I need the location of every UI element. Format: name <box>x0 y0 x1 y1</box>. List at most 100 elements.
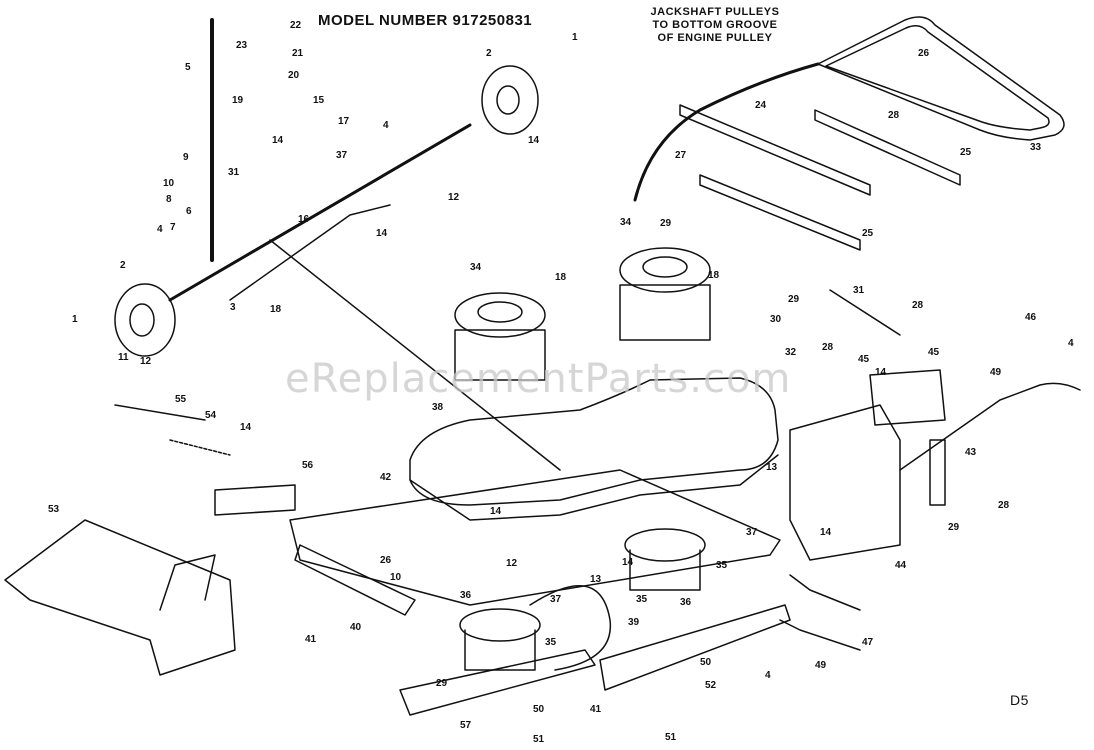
callout-label: 22 <box>290 20 302 31</box>
callout-label: 42 <box>380 472 392 483</box>
callout-label: 25 <box>960 147 972 158</box>
blade-adapter-left <box>459 608 541 642</box>
page-code: D5 <box>1010 692 1029 708</box>
callout-label: 44 <box>895 560 907 571</box>
callout-label: 21 <box>292 48 304 59</box>
drive-belt <box>817 16 1065 141</box>
callout-label: 45 <box>858 354 870 365</box>
callout-label: 4 <box>383 120 389 131</box>
lift-arm <box>229 204 391 301</box>
spindle-pulley-left-inner <box>477 301 523 323</box>
callout-label: 51 <box>533 734 545 745</box>
spindle-pulley-right-inner <box>642 256 688 278</box>
callout-label: 15 <box>313 95 325 106</box>
callout-label: 49 <box>990 367 1002 378</box>
callout-label: 47 <box>862 637 874 648</box>
callout-label: 14 <box>490 506 502 517</box>
callout-label: 3 <box>230 302 236 313</box>
callout-label: 32 <box>785 347 797 358</box>
callout-label: 14 <box>376 228 388 239</box>
callout-label: 28 <box>912 300 924 311</box>
blade-hub-center <box>629 549 701 591</box>
callout-label: 57 <box>460 720 472 731</box>
callout-label: 2 <box>120 260 126 271</box>
spring-54 <box>169 439 231 456</box>
callout-label: 36 <box>680 597 692 608</box>
callout-label: 46 <box>1025 312 1037 323</box>
callout-label: 9 <box>183 152 189 163</box>
callout-label: 8 <box>166 194 172 205</box>
callout-label: 14 <box>875 367 887 378</box>
callout-label: 18 <box>708 270 720 281</box>
callout-label: 56 <box>302 460 314 471</box>
callout-label: 12 <box>506 558 518 569</box>
gauge-wheel-left-hub <box>129 303 155 337</box>
callout-label: 14 <box>622 557 634 568</box>
bracket-45 <box>869 369 946 426</box>
callout-label: 33 <box>1030 142 1042 153</box>
callout-label: 39 <box>628 617 640 628</box>
callout-label: 53 <box>48 504 60 515</box>
rear-bracket <box>789 404 901 561</box>
callout-label: 49 <box>815 660 827 671</box>
callout-label: 7 <box>170 222 176 233</box>
jackshaft-bar-25-top <box>814 109 961 186</box>
callout-label: 50 <box>533 704 545 715</box>
deck-lip <box>409 454 779 521</box>
callout-label: 35 <box>545 637 557 648</box>
blade-40 <box>294 544 416 616</box>
rod-47 <box>789 574 861 611</box>
spindle-pulley-left <box>454 292 546 338</box>
callout-label: 12 <box>140 356 152 367</box>
jackshaft-bar-25-mid <box>699 174 861 251</box>
chute-fin <box>159 554 216 611</box>
callout-label: 37 <box>746 527 758 538</box>
callout-label: 34 <box>620 217 632 228</box>
callout-label: 16 <box>298 214 310 225</box>
callout-label: 12 <box>448 192 460 203</box>
jackshaft-bar-24 <box>679 104 871 196</box>
callout-label: 41 <box>590 704 602 715</box>
callout-label: 14 <box>272 135 284 146</box>
callout-label: 14 <box>240 422 252 433</box>
callout-label: 1 <box>72 314 78 325</box>
callout-label: 27 <box>675 150 687 161</box>
blade-50-center <box>599 604 791 691</box>
gauge-wheel-left <box>114 283 176 357</box>
callout-label: 30 <box>770 314 782 325</box>
callout-label: 1 <box>572 32 578 43</box>
callout-label: 10 <box>390 572 402 583</box>
cable-39 <box>529 584 612 671</box>
callout-label: 40 <box>350 622 362 633</box>
callout-label: 28 <box>888 110 900 121</box>
callout-label: 50 <box>700 657 712 668</box>
callout-label: 13 <box>590 574 602 585</box>
callout-label: 36 <box>460 590 472 601</box>
callout-label: 24 <box>755 100 767 111</box>
callout-label: 37 <box>336 150 348 161</box>
callout-label: 55 <box>175 394 187 405</box>
callout-label: 14 <box>820 527 832 538</box>
callout-label: 13 <box>766 462 778 473</box>
callout-label: 17 <box>338 116 350 127</box>
callout-label: 41 <box>305 634 317 645</box>
callout-label: 28 <box>998 500 1010 511</box>
callout-label: 37 <box>550 594 562 605</box>
blade-adapter-center <box>624 528 706 562</box>
deck-brace <box>269 239 561 471</box>
callout-label: 31 <box>228 167 240 178</box>
model-number-title: MODEL NUMBER 917250831 <box>318 12 533 29</box>
callout-label: 26 <box>380 555 392 566</box>
jackshaft-arm-31 <box>829 289 901 336</box>
mower-deck-housing <box>409 377 779 506</box>
callout-label: 38 <box>432 402 444 413</box>
callout-label: 25 <box>862 228 874 239</box>
jackshaft-note: JACKSHAFT PULLEYS TO BOTTOM GROOVE OF EN… <box>600 6 830 45</box>
gauge-wheel-right-hub <box>496 85 520 115</box>
callout-label: 11 <box>118 352 129 363</box>
callout-label: 34 <box>470 262 482 273</box>
callout-label: 20 <box>288 70 300 81</box>
